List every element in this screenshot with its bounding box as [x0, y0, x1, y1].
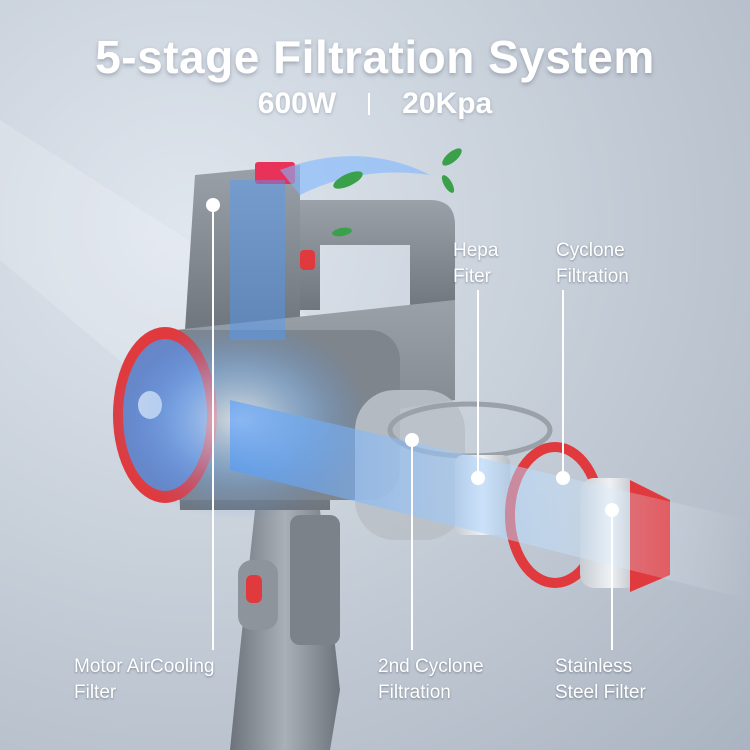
handle [290, 200, 455, 310]
wand-connector [290, 515, 340, 645]
battery-indicator-icon [255, 162, 295, 184]
main-airflow [230, 400, 750, 600]
release-button-icon [246, 575, 262, 603]
motor-cooling-filter-label: Motor AirCooling Filter [74, 654, 214, 706]
callout-dots [206, 198, 619, 517]
trigger-icon [300, 250, 315, 270]
label-line: Filtration [378, 682, 451, 703]
label-line: Motor AirCooling [74, 656, 215, 677]
label-line: Steel Filter [555, 682, 646, 703]
label-line: Hepa [453, 240, 499, 261]
stainless-filter-label: Stainless Steel Filter [555, 654, 646, 706]
label-line: Cyclone [556, 240, 625, 261]
leaf-icon [441, 175, 455, 193]
label-line: Filter [74, 682, 117, 703]
label-line: Fiter [453, 266, 491, 287]
leaf-icon [333, 171, 363, 189]
page-title: 5-stage Filtration System [95, 31, 655, 83]
spec-divider [368, 93, 371, 116]
label-line: Stainless [555, 656, 633, 677]
label-line: Filtration [556, 266, 629, 287]
leaf-icon [332, 227, 352, 237]
cyclone-filtration-label: Cyclone Filtration [556, 238, 629, 290]
callout-lines [212, 205, 613, 650]
spec-row: 600W 20Kpa [0, 86, 750, 121]
cooling-airflow [230, 180, 285, 340]
leaf-icon [442, 148, 462, 166]
second-cyclone-label: 2nd Cyclone Filtration [378, 654, 484, 706]
suction-spec: 20Kpa [402, 87, 493, 121]
hepa-filter-label: Hepa Fiter [453, 238, 498, 290]
label-line: 2nd Cyclone [378, 656, 484, 677]
power-spec: 600W [257, 87, 337, 121]
